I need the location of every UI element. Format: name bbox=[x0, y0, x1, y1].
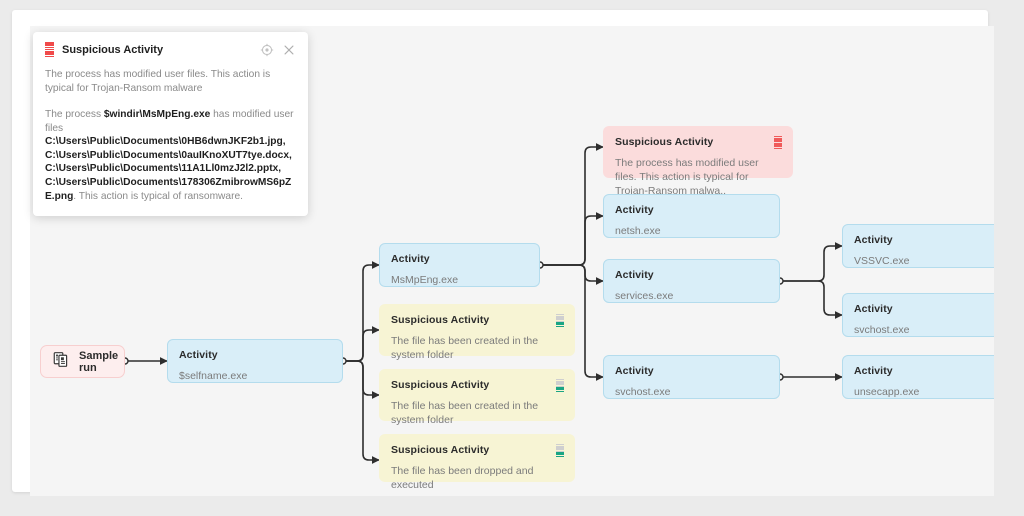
severity-stripes-icon bbox=[556, 444, 564, 457]
node-title: Activity bbox=[179, 349, 218, 361]
node-netsh[interactable]: Activity netsh.exe bbox=[603, 194, 780, 238]
node-title: Activity bbox=[615, 269, 654, 281]
red-stripes-icon bbox=[45, 42, 54, 57]
node-subtitle: The file has been dropped and executed bbox=[391, 465, 534, 491]
node-title: Activity bbox=[615, 365, 654, 377]
close-icon[interactable] bbox=[282, 43, 296, 57]
popover-paragraph-2: The process $windir\MsMpEng.exe has modi… bbox=[45, 108, 296, 203]
edge-selfname-to-susp1 bbox=[343, 326, 380, 362]
node-suspicious-red[interactable]: Suspicious Activity The process has modi… bbox=[603, 126, 793, 197]
severity-stripes-icon bbox=[556, 379, 564, 392]
edge-selfname-to-susp2 bbox=[343, 360, 380, 399]
node-title: Suspicious Activity bbox=[615, 136, 714, 148]
node-subtitle: svchost.exe bbox=[615, 386, 671, 398]
popover-title: Suspicious Activity bbox=[62, 43, 164, 56]
severity-stripes-icon bbox=[556, 314, 564, 327]
node-selfname[interactable]: Activity $selfname.exe bbox=[167, 339, 343, 383]
node-subtitle: The file has been created in the system … bbox=[391, 335, 539, 361]
node-vssvc[interactable]: Activity VSSVC.exe bbox=[842, 224, 994, 268]
node-suspicious-3[interactable]: Suspicious Activity The file has been dr… bbox=[379, 434, 575, 491]
sample-run-label: Sample run bbox=[79, 349, 119, 374]
edge-services-to-vssvc bbox=[780, 242, 843, 282]
popover-p2-files: C:\Users\Public\Documents\0HB6dwnJKF2b1.… bbox=[45, 136, 292, 202]
popover-p2-mid: has modified user files bbox=[45, 109, 294, 134]
node-subtitle: The process has modified user files. Thi… bbox=[615, 157, 759, 197]
node-suspicious-1[interactable]: Suspicious Activity The file has been cr… bbox=[379, 304, 575, 361]
node-subtitle: services.exe bbox=[615, 290, 674, 302]
node-title: Activity bbox=[854, 365, 893, 377]
node-title: Activity bbox=[854, 303, 893, 315]
node-suspicious-2[interactable]: Suspicious Activity The file has been cr… bbox=[379, 369, 575, 426]
node-subtitle: unsecapp.exe bbox=[854, 386, 920, 398]
edge-msmpeng-to-netsh bbox=[540, 212, 604, 266]
gear-icon[interactable] bbox=[260, 43, 274, 57]
edge-services-to-svchost2 bbox=[780, 280, 843, 319]
node-subtitle: The file has been created in the system … bbox=[391, 400, 539, 426]
popover-p2-process: $windir\MsMpEng.exe bbox=[103, 109, 211, 120]
node-subtitle: svchost.exe bbox=[854, 324, 910, 336]
node-sample-run[interactable]: Sample run bbox=[40, 345, 125, 378]
documents-icon bbox=[53, 351, 70, 373]
node-subtitle: VSSVC.exe bbox=[854, 255, 910, 267]
edge-msmpeng-to-suspred bbox=[540, 143, 604, 266]
node-svchost-2[interactable]: Activity svchost.exe bbox=[842, 293, 994, 337]
node-title: Activity bbox=[854, 234, 893, 246]
popover-p2-suffix: . This action is typical of ransomware. bbox=[73, 190, 243, 202]
node-svchost-1[interactable]: Activity svchost.exe bbox=[603, 355, 780, 399]
suspicious-activity-popover[interactable]: Suspicious Activity bbox=[33, 32, 308, 217]
node-title: Suspicious Activity bbox=[391, 314, 490, 326]
severity-stripes-icon bbox=[774, 136, 782, 149]
node-title: Suspicious Activity bbox=[391, 444, 490, 456]
edge-selfname-to-msmpeng bbox=[343, 261, 380, 362]
node-services[interactable]: Activity services.exe bbox=[603, 259, 780, 303]
popover-paragraph-1: The process has modified user files. Thi… bbox=[45, 69, 271, 94]
node-title: Suspicious Activity bbox=[391, 379, 490, 391]
node-subtitle: netsh.exe bbox=[615, 225, 661, 237]
node-msmpeng[interactable]: Activity MsMpEng.exe bbox=[379, 243, 540, 287]
edge-selfname-to-susp3 bbox=[343, 360, 380, 464]
edge-msmpeng-to-services bbox=[540, 264, 604, 285]
node-unsecapp[interactable]: Activity unsecapp.exe bbox=[842, 355, 994, 399]
popover-p2-prefix: The process bbox=[45, 109, 104, 120]
node-title: Activity bbox=[391, 253, 430, 265]
node-subtitle: $selfname.exe bbox=[179, 370, 248, 382]
popover-header: Suspicious Activity bbox=[45, 42, 296, 57]
node-title: Activity bbox=[615, 204, 654, 216]
node-subtitle: MsMpEng.exe bbox=[391, 274, 459, 286]
